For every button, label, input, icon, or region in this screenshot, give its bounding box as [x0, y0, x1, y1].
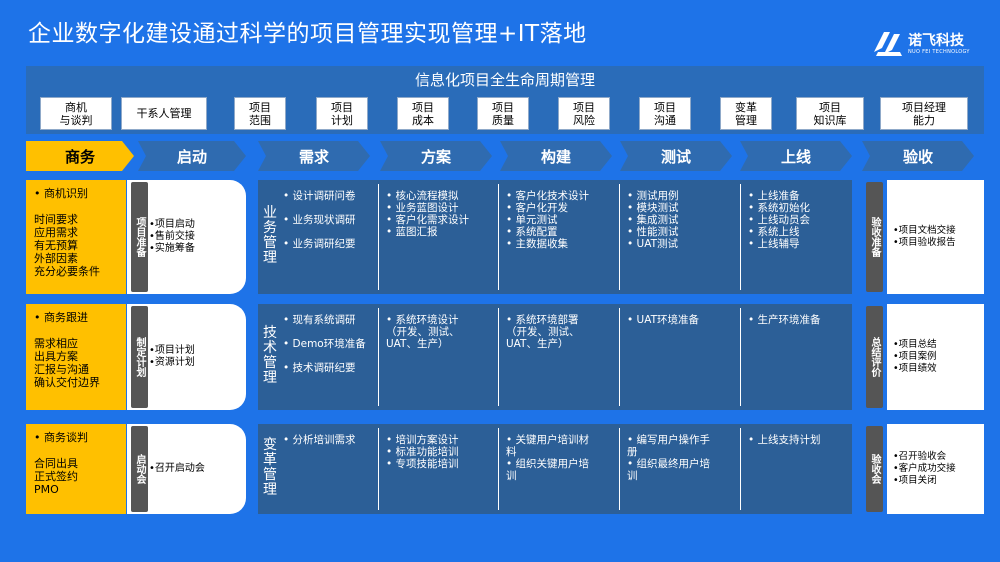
logo-chinese-name: 诺飞科技	[908, 33, 964, 49]
acceptance-items: •项目总结 •项目案例 •项目绩效	[887, 304, 984, 410]
phase-task-list: • 系统环境设计 （开发、测试、 UAT、生产）	[386, 314, 460, 350]
acceptance-sidebar: 验收会	[866, 426, 883, 512]
business-stage-label: • 商机识别 时间要求 应用需求 有无预算 外部因素 充分必要条件	[26, 180, 126, 294]
business-stage-label: • 商务谈判 合同出具 正式签约 PMO	[26, 424, 126, 514]
lifecycle-item: 项目 范围	[234, 97, 286, 130]
business-stage-label: • 商务跟进 需求相应 出具方案 汇报与沟通 确认交付边界	[26, 304, 126, 410]
column-divider	[740, 428, 741, 510]
phase-chevron: 测试	[620, 141, 732, 171]
phase-chevron: 启动	[138, 141, 246, 171]
start-phase-sidebar: 项目准备	[131, 182, 148, 292]
phase-task-list: • 客户化技术设计 • 客户化开发 • 单元测试 • 系统配置 • 主数据收集	[506, 190, 590, 250]
start-phase-sidebar: 启动会	[131, 426, 148, 512]
lifecycle-item: 变革 管理	[720, 97, 772, 130]
lifecycle-item: 项目 风险	[558, 97, 610, 130]
acceptance-items: •召开验收会 •客户成功交接 •项目关闭	[887, 424, 984, 514]
phase-task-list: • 分析培训需求	[283, 434, 356, 446]
phase-label: 测试	[660, 147, 691, 166]
page-title: 企业数字化建设通过科学的项目管理实现管理+IT落地	[28, 21, 587, 47]
phase-label: 方案	[420, 147, 451, 166]
logo-english-name: NUO FEI TECHNOLOGY	[908, 49, 970, 55]
company-logo: 诺飞科技 NUO FEI TECHNOLOGY	[872, 26, 982, 66]
column-divider	[498, 428, 499, 510]
phase-task-list: • 编写用户操作手 册 • 组织最终用户培 训	[627, 434, 711, 482]
phase-label: 构建	[540, 147, 571, 166]
column-divider	[498, 308, 499, 406]
acceptance-sidebar: 验收准备	[866, 182, 883, 292]
phase-chevron: 需求	[258, 141, 370, 171]
column-divider	[619, 428, 620, 510]
acceptance-items: •项目文档交接 •项目验收报告	[887, 180, 984, 294]
phase-task-list: • 现有系统调研 • Demo环境准备 • 技术调研纪要	[283, 314, 366, 374]
phase-task-list: • 测试用例 • 模块测试 • 集成测试 • 性能测试 • UAT测试	[627, 190, 679, 250]
workstream-title: 变 革 管 理	[263, 437, 277, 498]
phase-label: 验收	[902, 147, 933, 166]
column-divider	[378, 428, 379, 510]
phase-task-list: • UAT环境准备	[627, 314, 699, 326]
start-phase-sidebar-text: 启动会	[134, 454, 145, 484]
lifecycle-title: 信息化项目全生命周期管理	[414, 71, 595, 89]
acceptance-sidebar-text: 验收会	[869, 454, 880, 484]
phase-label: 上线	[780, 147, 811, 166]
wing-logo-icon	[874, 32, 902, 56]
phase-task-list: • 生产环境准备	[748, 314, 821, 326]
acceptance-sidebar-text: 验收准备	[869, 217, 880, 257]
workstream-panel	[258, 304, 852, 410]
phase-label: 启动	[176, 147, 207, 166]
column-divider	[378, 184, 379, 290]
lifecycle-item: 项目经理 能力	[880, 97, 968, 130]
phase-task-list: • 设计调研问卷 • 业务现状调研 • 业务调研纪要	[283, 190, 356, 250]
phase-task-list: • 关键用户培训材 料 • 组织关键用户培 训	[506, 434, 590, 482]
phase-label: 需求	[298, 147, 329, 166]
acceptance-sidebar-text: 总结评价	[869, 337, 880, 377]
phase-chevron: 构建	[500, 141, 612, 171]
phase-task-list: • 核心流程模拟 • 业务蓝图设计 • 客户化需求设计 • 蓝图汇报	[386, 190, 470, 238]
acceptance-sidebar: 总结评价	[866, 306, 883, 408]
column-divider	[740, 184, 741, 290]
phase-chevron: 商务	[26, 141, 134, 171]
workstream-panel	[258, 424, 852, 514]
workstream-title: 技 术 管 理	[263, 325, 277, 386]
lifecycle-item: 干系人管理	[121, 97, 207, 130]
start-phase-sidebar-text: 项目准备	[134, 217, 145, 257]
column-divider	[498, 184, 499, 290]
column-divider	[740, 308, 741, 406]
column-divider	[619, 308, 620, 406]
workstream-panel	[258, 180, 852, 294]
phase-chevron: 上线	[740, 141, 852, 171]
column-divider	[619, 184, 620, 290]
phase-task-list: • 上线准备 • 系统初始化 • 上线动员会 • 系统上线 • 上线辅导	[748, 190, 811, 250]
phase-task-list: • 培训方案设计 • 标准功能培训 • 专项技能培训	[386, 434, 459, 470]
phase-task-list: • 上线支持计划	[748, 434, 821, 446]
lifecycle-item: 商机 与谈判	[40, 97, 112, 130]
phase-label: 商务	[64, 147, 95, 166]
lifecycle-item: 项目 沟通	[639, 97, 691, 130]
phase-task-list: • 系统环境部署 （开发、测试、 UAT、生产）	[506, 314, 580, 350]
column-divider	[378, 308, 379, 406]
lifecycle-item: 项目 计划	[316, 97, 368, 130]
lifecycle-item: 项目 成本	[397, 97, 449, 130]
lifecycle-item: 项目 质量	[477, 97, 529, 130]
phase-chevron: 方案	[380, 141, 492, 171]
lifecycle-item: 项目 知识库	[796, 97, 864, 130]
start-phase-sidebar-text: 制定计划	[134, 337, 145, 377]
phase-chevron: 验收	[862, 141, 974, 171]
workstream-title: 业 务 管 理	[263, 205, 277, 266]
start-phase-sidebar: 制定计划	[131, 306, 148, 408]
